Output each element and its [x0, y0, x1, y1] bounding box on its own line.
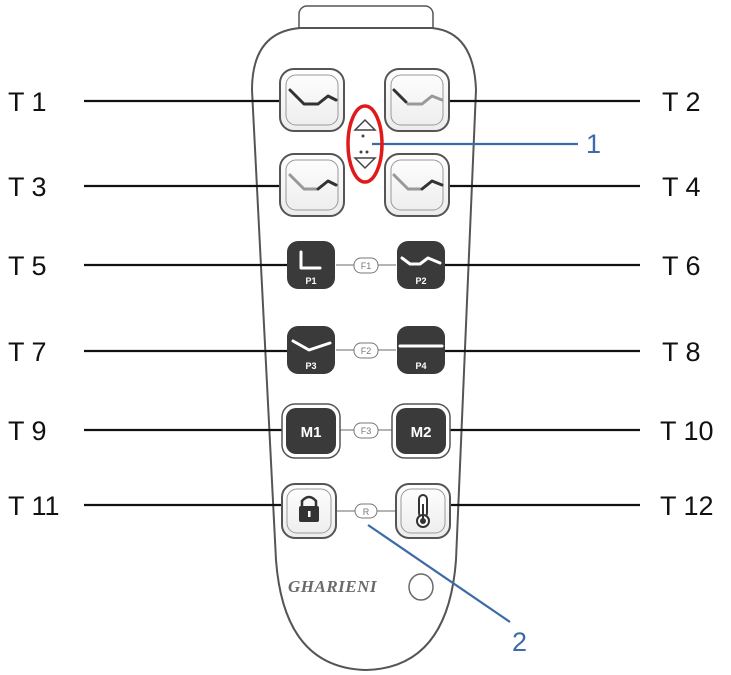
recline-icon [291, 339, 332, 352]
bed-back-icon [392, 88, 408, 104]
label-t11: T 11 [8, 491, 60, 521]
callout-lines [367, 142, 578, 623]
label-t6: T 6 [662, 251, 701, 281]
p4-label: P4 [415, 361, 426, 371]
button-t7[interactable]: P3 [287, 326, 335, 374]
label-t10: T 10 [660, 416, 714, 446]
connector-f1: F1 [336, 257, 396, 274]
m1-label: M1 [301, 424, 322, 441]
bed-legs-icon [316, 179, 338, 191]
label-t2: T 2 [662, 87, 701, 117]
button-t12[interactable] [395, 483, 451, 539]
bed-sit-icon [288, 88, 338, 106]
label-t4: T 4 [662, 172, 701, 202]
button-t4[interactable] [384, 153, 450, 217]
f3-label: F3 [361, 426, 372, 436]
highlight-ring [346, 104, 384, 184]
label-t7: T 7 [8, 337, 47, 367]
up-down-control[interactable] [353, 118, 377, 170]
bed-legs-icon [420, 179, 444, 191]
down-arrow-icon [353, 157, 377, 170]
lock-icon [299, 495, 319, 522]
callout-2: 2 [512, 627, 527, 657]
button-t9[interactable]: M1 [281, 403, 341, 459]
r-label: R [363, 507, 370, 517]
leader-lines [84, 99, 640, 507]
thermometer-icon [416, 494, 430, 528]
callout-line-2 [367, 524, 511, 623]
button-t1[interactable] [279, 68, 345, 132]
button-t8[interactable]: P4 [397, 326, 445, 374]
p1-label: P1 [305, 276, 316, 286]
label-t5: T 5 [8, 251, 47, 281]
label-t3: T 3 [8, 172, 47, 202]
up-arrow-icon [353, 118, 377, 131]
button-t6[interactable]: P2 [397, 241, 445, 289]
p3-label: P3 [305, 361, 316, 371]
f2-label: F2 [361, 346, 372, 356]
p2-label: P2 [415, 276, 426, 286]
label-t12: T 12 [660, 491, 714, 521]
connector-f3: F3 [336, 422, 396, 439]
f1-label: F1 [361, 261, 372, 271]
label-t8: T 8 [662, 337, 701, 367]
m2-label: M2 [411, 424, 432, 441]
button-t10[interactable]: M2 [391, 403, 451, 459]
label-t1: T 1 [8, 87, 47, 117]
button-t11[interactable] [281, 483, 337, 539]
brand-logo: GHARIENI [288, 573, 434, 601]
callout-1: 1 [586, 129, 601, 159]
brand-text: GHARIENI [288, 577, 378, 596]
zero-gravity-icon [400, 256, 442, 266]
connector-f2: F2 [336, 342, 396, 359]
sitting-icon [299, 250, 322, 270]
button-t3[interactable] [279, 153, 345, 217]
button-t5[interactable]: P1 [287, 241, 335, 289]
button-t2[interactable] [384, 68, 450, 132]
connector-r: R [336, 503, 396, 519]
label-t9: T 9 [8, 416, 47, 446]
